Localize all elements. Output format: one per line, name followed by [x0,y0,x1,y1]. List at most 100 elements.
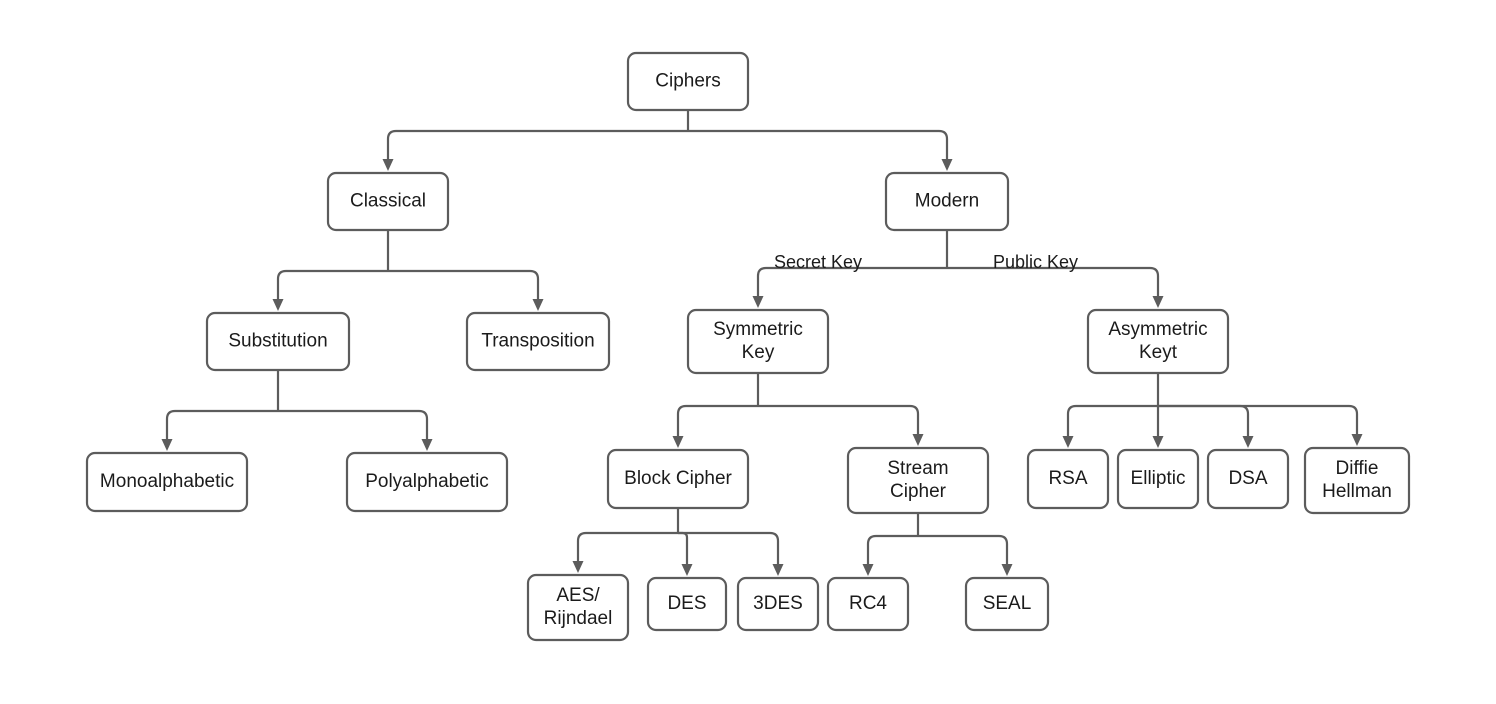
edge-e-asym-rsa [1062,404,1158,448]
arrowhead-icon [752,296,764,308]
node-label: 3DES [753,593,803,614]
node-box[interactable] [205,311,351,372]
node-box[interactable] [1206,448,1290,510]
node-classical[interactable]: Classical [326,171,450,232]
node-3des[interactable]: 3DES [736,576,820,632]
edge-line [276,269,388,299]
node-box[interactable] [686,308,830,375]
node-des[interactable]: DES [646,576,728,632]
node-box[interactable] [1026,448,1110,510]
node-label: Transposition [481,331,594,352]
arrowhead-icon [1152,296,1164,308]
node-label: RC4 [849,593,887,614]
edge-e-asym-dsa [1158,404,1254,448]
edge-e-sym-stream [758,404,924,446]
arrowhead-icon [1062,436,1074,448]
edge-e-classical-transposition [388,269,544,311]
edge-line [1158,404,1359,434]
arrowhead-icon [382,159,394,171]
node-box[interactable] [846,446,990,515]
edge-line [947,266,1160,296]
edge-e-stream-seal [918,534,1013,576]
node-box[interactable] [465,311,611,372]
node-label: Substitution [228,331,327,352]
node-box[interactable] [964,576,1050,632]
arrowhead-icon [1242,436,1254,448]
node-modern[interactable]: Modern [884,171,1010,232]
edge-line [388,269,540,299]
arrowhead-icon [1351,434,1363,446]
node-dsa[interactable]: DSA [1206,448,1290,510]
node-transposition[interactable]: Transposition [465,311,611,372]
edge-e-sub-polyalphabetic [278,409,433,451]
node-box[interactable] [646,576,728,632]
node-rc4[interactable]: RC4 [826,576,910,632]
node-label: Polyalphabetic [365,471,489,492]
node-rsa[interactable]: RSA [1026,448,1110,510]
node-label: Monoalphabetic [100,471,234,492]
node-polyalphabetic[interactable]: Polyalphabetic [345,451,509,513]
node-block-cipher[interactable]: Block Cipher [606,448,750,510]
node-label: SEAL [983,593,1032,614]
node-label: Hellman [1322,481,1392,502]
arrowhead-icon [421,439,433,451]
arrowhead-icon [1001,564,1013,576]
arrowhead-icon [862,564,874,576]
arrowhead-icon [912,434,924,446]
node-box[interactable] [326,171,450,232]
node-label: Cipher [890,481,947,502]
node-monoalphabetic[interactable]: Monoalphabetic [85,451,249,513]
node-elliptic[interactable]: Elliptic [1116,448,1200,510]
node-box[interactable] [626,51,750,112]
edge-e-sub-monoalphabetic [161,409,278,451]
arrowhead-icon [672,436,684,448]
node-label: Asymmetric [1108,319,1207,340]
arrowhead-icon [681,564,693,576]
edge-e-modern-asymmetric [947,266,1164,308]
arrowhead-icon [532,299,544,311]
node-box[interactable] [826,576,910,632]
node-ciphers[interactable]: Ciphers [626,51,750,112]
edge-line [918,534,1009,564]
edge-e-asym-diffie [1158,404,1363,446]
node-box[interactable] [1303,446,1411,515]
node-box[interactable] [345,451,509,513]
edge-line [866,534,918,564]
node-label: DES [667,593,706,614]
node-label: Diffie [1336,458,1379,479]
arrowhead-icon [161,439,173,451]
edge-line [1158,404,1250,436]
edge-e-block-des [678,531,693,576]
node-box[interactable] [884,171,1010,232]
edge-e-classical-substitution [272,269,388,311]
node-label: Ciphers [655,71,720,92]
node-substitution[interactable]: Substitution [205,311,351,372]
node-aes-rijndael[interactable]: AES/Rijndael [526,573,630,642]
edge-line [1066,404,1158,436]
edge-e-asym-elliptic [1152,406,1164,448]
node-seal[interactable]: SEAL [964,576,1050,632]
edge-e-block-aes [572,531,678,573]
edge-line [756,266,947,296]
node-box[interactable] [736,576,820,632]
node-box[interactable] [1086,308,1230,375]
node-label: Elliptic [1131,468,1186,489]
edge-e-sym-block [672,404,758,448]
node-label: Key [742,342,775,363]
node-box[interactable] [606,448,750,510]
edge-line [678,531,689,564]
edge-e-stream-rc4 [862,534,918,576]
edge-e-ciphers-classical [382,129,688,171]
node-box[interactable] [1116,448,1200,510]
node-box[interactable] [85,451,249,513]
edge-line [758,404,920,434]
node-box[interactable] [526,573,630,642]
node-label: Classical [350,191,426,212]
